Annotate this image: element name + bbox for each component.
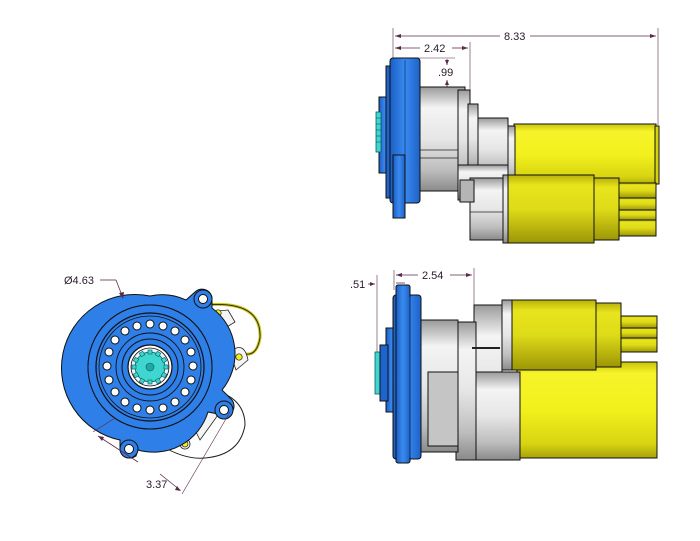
pinion-gear [375, 111, 382, 153]
dim-label-2-54: 2.54 [422, 270, 443, 282]
solenoid [507, 299, 597, 371]
dim-label-diameter: Ø4.63 [64, 275, 94, 287]
dim-label-overall-length: 8.33 [504, 31, 525, 43]
dim-label-3-37: 3.37 [146, 479, 167, 491]
dimension-8-33: 8.33 [392, 28, 659, 125]
dimension-3-37: 3.37 [92, 411, 231, 495]
bolt-ring [102, 319, 198, 415]
motor-body [516, 361, 658, 459]
dim-label-0-51: .51 [350, 279, 365, 291]
front-view: Ø4.63 3.37 [60, 275, 262, 495]
mount-hole [219, 405, 229, 415]
top-side-view: 8.33 2.42 .99 [375, 28, 660, 244]
mount-hole [198, 294, 208, 304]
pinion-gear-front [131, 349, 169, 385]
dimension-diameter-4-63: Ø4.63 [64, 275, 124, 299]
dimension-0-51: .51 [350, 270, 405, 352]
mount-hole [124, 444, 134, 454]
pinion-gear [374, 351, 381, 395]
dim-label-0-99: .99 [438, 67, 453, 79]
dim-label-2-42: 2.42 [424, 43, 445, 55]
bottom-side-view: .51 2.54 [350, 268, 658, 464]
dimension-2-54: 2.54 [396, 268, 475, 305]
solenoid [507, 174, 595, 244]
